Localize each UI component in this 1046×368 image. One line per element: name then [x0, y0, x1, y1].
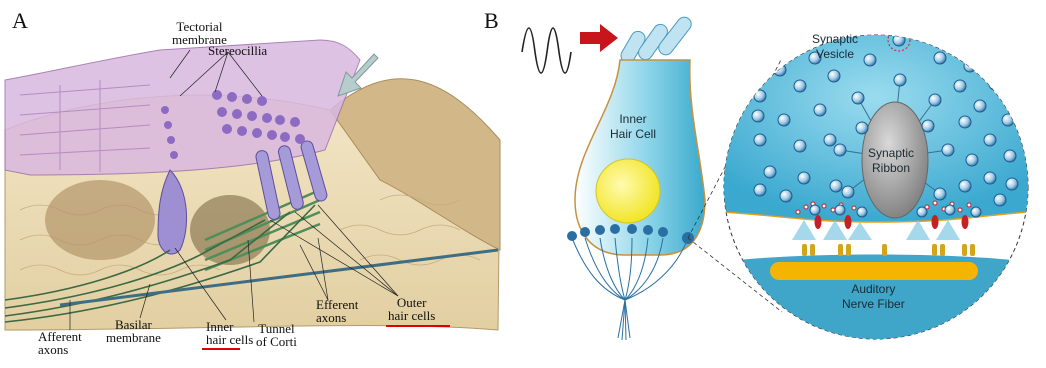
sound-wave-icon [522, 28, 571, 73]
label-line: membrane [106, 331, 161, 344]
label-inner-hair-cells: Inner hair cells [206, 320, 253, 346]
label-line: Vesicle [812, 47, 858, 62]
label-afferent-axons: Afferent axons [38, 330, 82, 356]
label-stereocilia: Stereocillia [208, 44, 267, 57]
label-line: hair cells [388, 309, 435, 322]
postsynaptic-density [770, 262, 978, 280]
label-inner-hair-cell: Inner Hair Cell [610, 112, 656, 142]
label-tunnel-of-corti: Tunnel of Corti [256, 322, 297, 348]
label-synaptic-vesicle: Synaptic Vesicle [812, 32, 858, 62]
vesicle-callout [893, 34, 905, 46]
label-efferent-axons: Efferent axons [316, 298, 358, 324]
synapse-illustration [522, 14, 1030, 360]
stimulus-arrow-icon [580, 24, 618, 52]
underline-outer-hair-cells [386, 325, 450, 327]
label-line: Auditory [842, 282, 905, 297]
label-line: Inner [610, 112, 656, 127]
label-synaptic-ribbon: Synaptic Ribbon [868, 146, 914, 176]
label-line: Nerve Fiber [842, 297, 905, 312]
label-line: Synaptic [868, 146, 914, 161]
label-line: Ribbon [868, 161, 914, 176]
label-line: hair cells [206, 333, 253, 346]
label-basilar-membrane: Basilar membrane [106, 318, 161, 344]
label-auditory-nerve-fiber: Auditory Nerve Fiber [842, 282, 905, 312]
nucleus [596, 159, 660, 223]
panel-label-b: B [484, 8, 499, 34]
panel-label-a: A [12, 8, 28, 34]
label-line: Synaptic [812, 32, 858, 47]
stereocilia-bundle [618, 14, 694, 65]
underline-inner-hair-cells [202, 348, 240, 350]
label-outer-hair-cells: Outer hair cells [388, 296, 435, 322]
organ-of-corti-illustration [5, 40, 500, 330]
label-line: Hair Cell [610, 127, 656, 142]
label-line: axons [38, 343, 82, 356]
label-line: axons [316, 311, 358, 324]
inner-hair-cell-body [575, 60, 705, 255]
label-line: of Corti [256, 335, 297, 348]
